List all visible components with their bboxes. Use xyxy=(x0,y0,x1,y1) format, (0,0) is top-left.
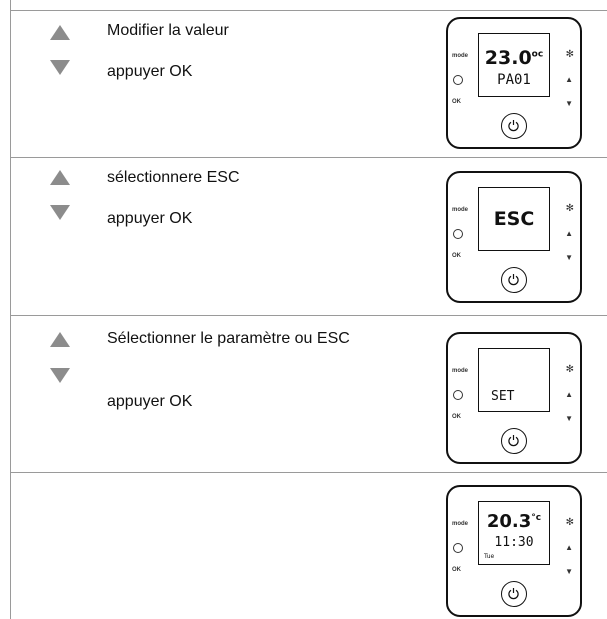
thermostat-screen: ESC xyxy=(478,187,550,251)
step-instruction: Modifier la valeur xyxy=(107,22,229,39)
step-action: appuyer OK xyxy=(107,210,193,227)
clock-icon xyxy=(453,390,463,400)
fan-icon: ✻ xyxy=(565,49,574,60)
power-icon xyxy=(501,581,527,607)
up-key-icon: ▲ xyxy=(565,390,573,399)
fan-icon: ✻ xyxy=(565,364,574,375)
thermostat-screen: 23.0oc PA01 xyxy=(478,33,550,97)
mode-label: mode xyxy=(452,521,469,527)
up-key-icon: ▲ xyxy=(565,229,573,238)
thermostat-illustration: mode OK ✻ ▲ ▼ SET xyxy=(446,332,582,464)
display-time: 11:30 xyxy=(494,535,534,550)
display-unit: °c xyxy=(531,513,542,523)
down-key-icon: ▼ xyxy=(565,414,573,423)
up-arrow-icon xyxy=(50,25,70,40)
down-key-icon: ▼ xyxy=(565,567,573,576)
ok-label: OK xyxy=(452,567,461,573)
down-key-icon: ▼ xyxy=(565,253,573,262)
clock-icon xyxy=(453,229,463,239)
table-rule xyxy=(10,315,607,316)
up-arrow-icon xyxy=(50,332,70,347)
display-day: Tue xyxy=(484,553,495,560)
thermostat-illustration: mode OK ✻ ▲ ▼ 20.3°c 11:30 Tue xyxy=(446,485,582,617)
step-action: appuyer OK xyxy=(107,393,193,410)
fan-icon: ✻ xyxy=(565,203,574,214)
power-icon xyxy=(501,113,527,139)
step-action: appuyer OK xyxy=(107,63,193,80)
power-icon xyxy=(501,428,527,454)
thermostat-illustration: mode OK ✻ ▲ ▼ ESC xyxy=(446,171,582,303)
down-arrow-icon xyxy=(50,60,70,75)
display-temperature: 20.3°c xyxy=(486,511,542,532)
ok-label: OK xyxy=(452,414,461,420)
step-instruction: Sélectionner le paramètre ou ESC xyxy=(107,330,350,347)
mode-label: mode xyxy=(452,368,469,374)
step-row-3: Sélectionner le paramètre ou ESC appuyer… xyxy=(11,316,607,472)
up-key-icon: ▲ xyxy=(565,75,573,84)
step-instruction: sélectionnere ESC xyxy=(107,169,240,186)
step-row-4: mode OK ✻ ▲ ▼ 20.3°c 11:30 Tue xyxy=(11,473,607,619)
table-left-border xyxy=(10,0,11,619)
mode-label: mode xyxy=(452,53,469,59)
mode-label: mode xyxy=(452,207,469,213)
display-code: PA01 xyxy=(497,72,531,88)
table-rule xyxy=(10,10,607,11)
up-key-icon: ▲ xyxy=(565,543,573,552)
thermostat-screen: SET xyxy=(478,348,550,412)
down-key-icon: ▼ xyxy=(565,99,573,108)
display-text: SET xyxy=(491,389,515,404)
table-rule xyxy=(10,472,607,473)
fan-icon: ✻ xyxy=(565,517,574,528)
clock-icon xyxy=(453,543,463,553)
ok-label: OK xyxy=(452,99,461,105)
step-row-2: sélectionnere ESC appuyer OK mode OK ✻ ▲… xyxy=(11,158,607,315)
down-arrow-icon xyxy=(50,368,70,383)
thermostat-screen: 20.3°c 11:30 Tue xyxy=(478,501,550,565)
step-row-1: Modifier la valeur appuyer OK mode OK ✻ … xyxy=(11,11,607,157)
table-rule xyxy=(10,157,607,158)
display-unit: oc xyxy=(531,49,544,60)
down-arrow-icon xyxy=(50,205,70,220)
ok-label: OK xyxy=(452,253,461,259)
clock-icon xyxy=(453,75,463,85)
up-arrow-icon xyxy=(50,170,70,185)
display-temperature: 23.0oc xyxy=(484,47,544,69)
thermostat-illustration: mode OK ✻ ▲ ▼ 23.0oc PA01 xyxy=(446,17,582,149)
power-icon xyxy=(501,267,527,293)
display-text: ESC xyxy=(493,208,535,230)
